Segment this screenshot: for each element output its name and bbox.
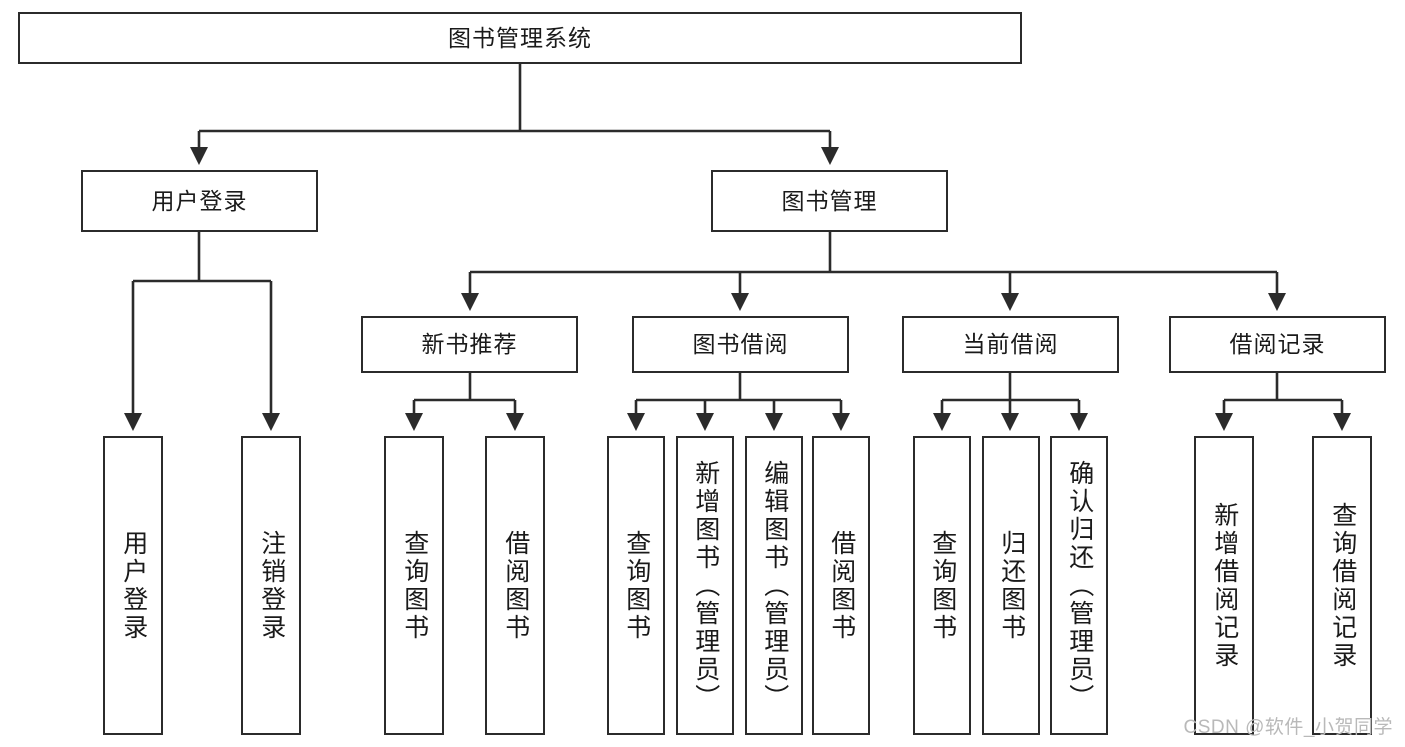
leaf-edit-book-label: 编辑图书（管理员）: [760, 459, 789, 712]
leaf-edit-book[interactable]: 编辑图书（管理员）: [745, 436, 803, 735]
leaf-borrow-book-1-label: 借阅图书: [501, 529, 530, 642]
leaf-query-book-3-label: 查询图书: [928, 529, 957, 642]
leaf-borrow-book-2[interactable]: 借阅图书: [812, 436, 870, 735]
leaf-borrow-book-2-label: 借阅图书: [827, 529, 856, 642]
leaf-logout-label: 注销登录: [257, 529, 286, 642]
node-user-login[interactable]: 用户登录: [81, 170, 318, 232]
leaf-query-book-2[interactable]: 查询图书: [607, 436, 665, 735]
watermark: CSDN @软件_小贺同学: [1183, 717, 1393, 738]
node-borrow-record-label: 借阅记录: [1229, 331, 1326, 358]
leaf-query-record[interactable]: 查询借阅记录: [1312, 436, 1372, 735]
node-book-borrow[interactable]: 图书借阅: [632, 316, 849, 373]
node-new-book-recommend-label: 新书推荐: [421, 331, 518, 358]
leaf-query-book-2-label: 查询图书: [622, 529, 651, 642]
leaf-confirm-return[interactable]: 确认归还（管理员）: [1050, 436, 1108, 735]
leaf-query-book-1[interactable]: 查询图书: [384, 436, 444, 735]
leaf-confirm-return-label: 确认归还（管理员）: [1065, 459, 1094, 712]
leaf-query-book-3[interactable]: 查询图书: [913, 436, 971, 735]
leaf-add-book-label: 新增图书（管理员）: [691, 459, 720, 712]
node-new-book-recommend[interactable]: 新书推荐: [361, 316, 578, 373]
leaf-return-book[interactable]: 归还图书: [982, 436, 1040, 735]
node-borrow-record[interactable]: 借阅记录: [1169, 316, 1386, 373]
leaf-add-book[interactable]: 新增图书（管理员）: [676, 436, 734, 735]
node-root[interactable]: 图书管理系统: [18, 12, 1022, 64]
leaf-add-record[interactable]: 新增借阅记录: [1194, 436, 1254, 735]
leaf-borrow-book-1[interactable]: 借阅图书: [485, 436, 545, 735]
leaf-query-record-label: 查询借阅记录: [1328, 501, 1357, 670]
node-book-borrow-label: 图书借阅: [692, 331, 789, 358]
node-book-manage[interactable]: 图书管理: [711, 170, 948, 232]
leaf-return-book-label: 归还图书: [997, 529, 1026, 642]
leaf-query-book-1-label: 查询图书: [400, 529, 429, 642]
leaf-add-record-label: 新增借阅记录: [1210, 501, 1239, 670]
node-user-login-label: 用户登录: [151, 187, 248, 214]
node-current-borrow-label: 当前借阅: [962, 331, 1059, 358]
leaf-logout[interactable]: 注销登录: [241, 436, 301, 735]
leaf-user-login-label: 用户登录: [119, 529, 148, 642]
leaf-user-login[interactable]: 用户登录: [103, 436, 163, 735]
node-current-borrow[interactable]: 当前借阅: [902, 316, 1119, 373]
node-root-label: 图书管理系统: [448, 24, 592, 51]
node-book-manage-label: 图书管理: [781, 187, 878, 214]
